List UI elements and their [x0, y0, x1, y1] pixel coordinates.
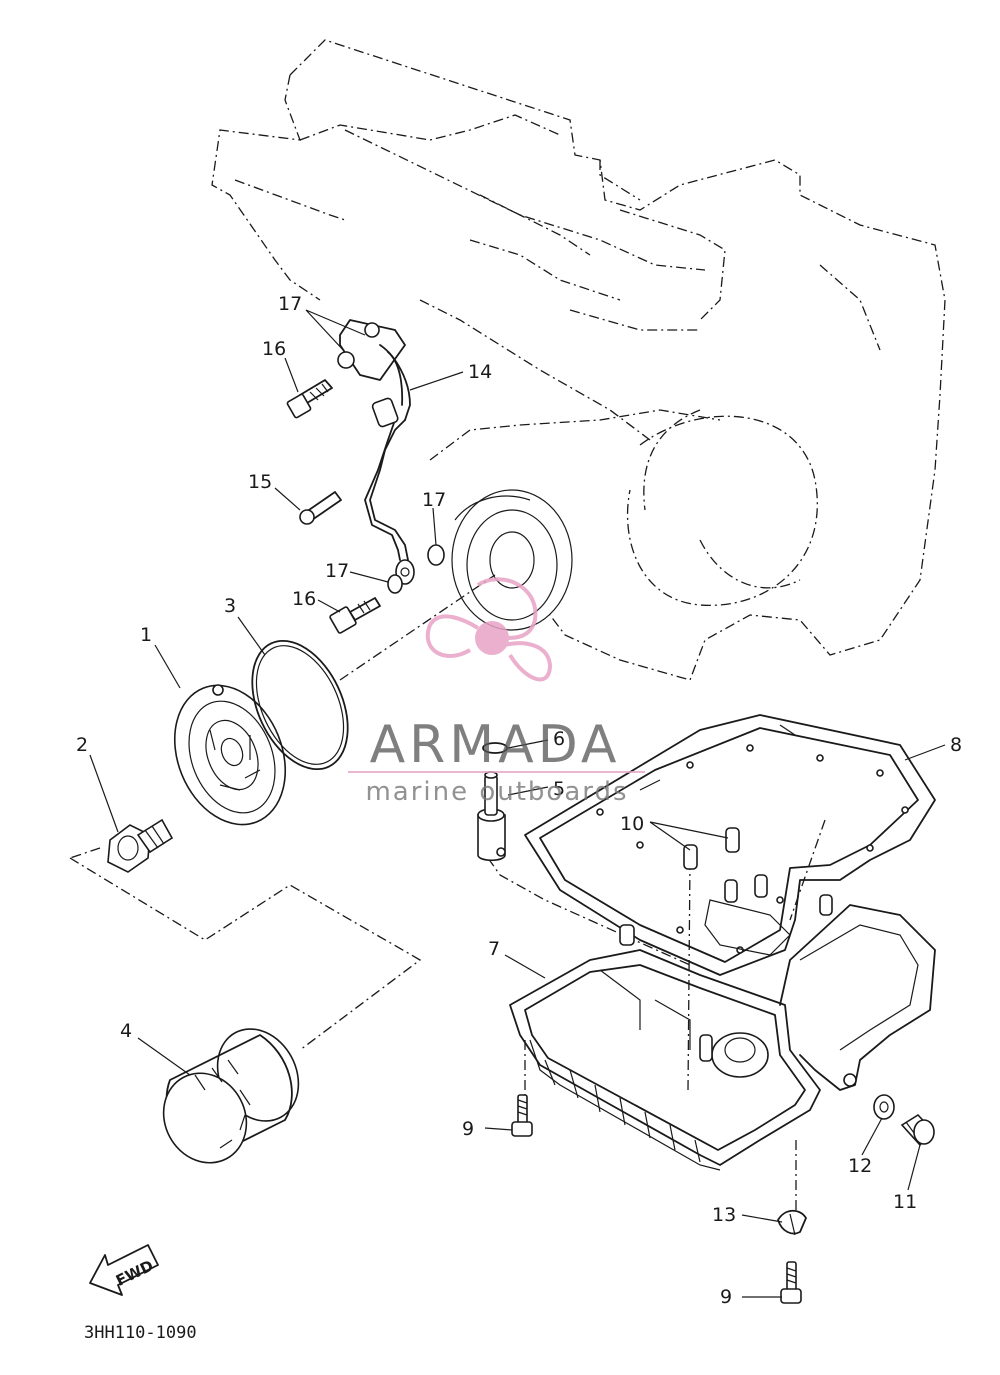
oil-filter — [162, 1028, 300, 1164]
fwd-label: FWD — [113, 1256, 156, 1289]
bolt-16-lower — [329, 597, 381, 634]
union-bolt — [107, 818, 174, 873]
diagram-code: 3HH110-1090 — [84, 1323, 197, 1343]
oil-pan — [509, 874, 936, 1171]
oil-pan-gasket — [524, 714, 936, 976]
callout-15: 15 — [248, 471, 272, 493]
callout-14: 14 — [468, 361, 492, 383]
callout-4: 4 — [120, 1020, 132, 1042]
o-ring — [251, 639, 349, 771]
propeller-logo-icon — [425, 577, 553, 682]
bolt-16-upper — [286, 379, 333, 419]
callout-12: 12 — [848, 1155, 872, 1177]
crank-boss — [451, 489, 573, 631]
alignment-lines — [69, 574, 826, 1210]
callout-6: 6 — [553, 728, 565, 750]
engine-block-outline — [211, 39, 946, 681]
forward-arrow-icon: FWD — [89, 1244, 159, 1296]
callout-16-lower: 16 — [292, 588, 316, 610]
callout-8: 8 — [950, 734, 962, 756]
callout-7: 7 — [488, 938, 500, 960]
callout-1: 1 — [140, 624, 152, 646]
callout-2: 2 — [76, 734, 88, 756]
dowel-pins — [683, 827, 740, 870]
callout-9-bottom: 9 — [720, 1286, 732, 1308]
callout-17-upper: 17 — [278, 293, 302, 315]
watermark-brand: ARMADA — [370, 715, 621, 775]
callout-10: 10 — [620, 813, 644, 835]
watermark-tagline: marine outboards — [365, 777, 628, 807]
callout-17-middle: 17 — [422, 489, 446, 511]
callout-9-left: 9 — [462, 1118, 474, 1140]
hose-clip — [777, 1209, 807, 1236]
callout-leaders — [89, 309, 946, 1298]
callout-16-upper: 16 — [262, 338, 286, 360]
o-ring-6 — [482, 742, 508, 754]
callout-3: 3 — [224, 595, 236, 617]
callout-17-lower: 17 — [325, 560, 349, 582]
bolt-9-bottom — [780, 1261, 802, 1304]
callout-13: 13 — [712, 1204, 736, 1226]
callout-numbers: 1 3 2 4 5 6 7 8 9 9 10 11 12 13 14 15 16… — [76, 293, 962, 1308]
bolt-15 — [299, 491, 342, 525]
armada-watermark: ARMADA marine outboards — [348, 577, 645, 807]
oil-strainer-pipe — [477, 771, 506, 862]
gasket-washer — [873, 1094, 895, 1120]
oil-cooler-plate — [173, 684, 287, 826]
callout-11: 11 — [893, 1191, 917, 1213]
oil-pipe-assembly — [337, 319, 445, 594]
callout-5: 5 — [553, 778, 565, 800]
drain-plug — [900, 1113, 935, 1147]
bolt-9-left — [511, 1094, 533, 1137]
